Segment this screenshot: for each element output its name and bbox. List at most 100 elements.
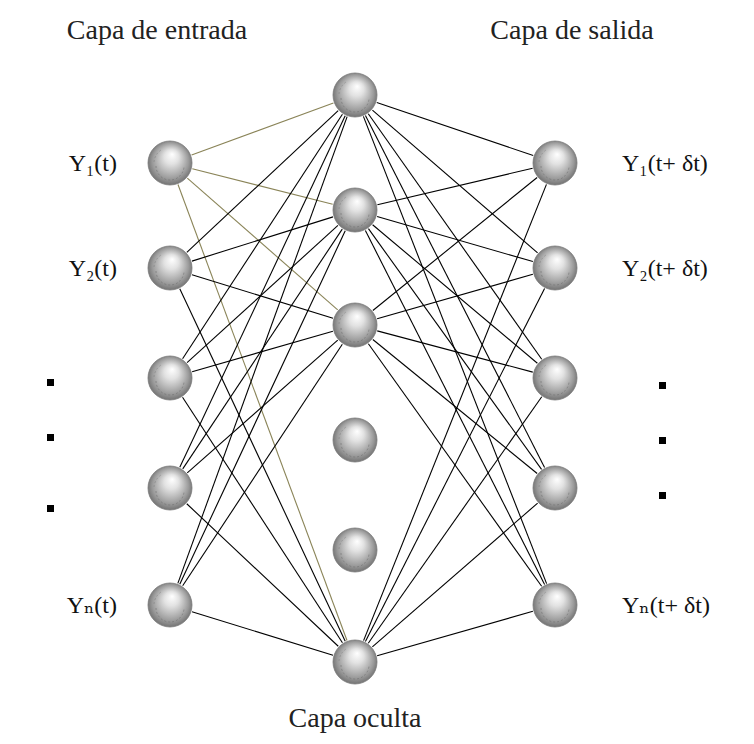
ellipsis-dot — [47, 379, 54, 386]
sphere-shade — [539, 150, 546, 162]
sphere-body — [533, 141, 577, 185]
synapse-line — [368, 114, 541, 359]
sphere-shade — [539, 365, 546, 377]
sphere-shade — [156, 608, 184, 622]
sphere-shade — [154, 592, 161, 604]
layer-title: Capa oculta — [289, 703, 422, 734]
synapse-line — [183, 344, 343, 586]
sphere-shade — [541, 491, 569, 505]
neuron-node — [147, 355, 193, 401]
synapse-line — [373, 177, 537, 310]
synapse-line — [372, 503, 537, 647]
sphere-shade — [541, 608, 569, 622]
sphere-shade — [541, 381, 569, 395]
synapse-line — [178, 117, 347, 584]
variable-label: Y₁(t+ δt) — [622, 150, 708, 176]
variable-label: Y₂(t+ δt) — [622, 255, 708, 281]
sphere-body — [148, 356, 192, 400]
neuron-sphere — [532, 465, 578, 511]
synapse-line — [377, 274, 533, 318]
neuron-node: Yₙ(t) — [147, 582, 193, 628]
neuron-sphere — [532, 355, 578, 401]
synapse-line — [365, 115, 544, 467]
sphere-body — [333, 188, 377, 232]
neuron-sphere — [332, 302, 378, 348]
sphere-body — [333, 528, 377, 572]
neuron-sphere — [147, 140, 193, 186]
synapse-line — [187, 111, 338, 253]
synapse-line — [372, 110, 537, 253]
synapse-line — [187, 178, 337, 310]
sphere-shade — [341, 328, 369, 342]
sphere-shade — [154, 150, 161, 162]
sphere-shade — [154, 255, 161, 267]
neuron-sphere — [332, 72, 378, 118]
sphere-shade — [539, 255, 546, 267]
ellipsis-dot — [47, 505, 54, 512]
sphere-shade — [541, 166, 569, 180]
sphere-shade — [156, 271, 184, 285]
neuron-sphere — [147, 582, 193, 628]
sphere-body — [533, 246, 577, 290]
neuron-node — [332, 639, 378, 685]
neuron-node — [147, 465, 193, 511]
neuron-sphere — [147, 245, 193, 291]
sphere-shade — [341, 213, 369, 227]
sphere-shade — [339, 427, 346, 439]
synapse-line — [368, 397, 542, 643]
synapse-line — [183, 114, 343, 358]
neuron-sphere — [532, 140, 578, 186]
synapse-line — [373, 340, 537, 474]
neuron-sphere — [532, 582, 578, 628]
synapse-line — [377, 216, 533, 261]
sphere-shade — [341, 443, 369, 457]
neuron-node — [532, 355, 578, 401]
neuron-sphere — [532, 245, 578, 291]
sphere-body — [148, 141, 192, 185]
synapse-line — [180, 289, 345, 641]
synapse-line — [183, 397, 343, 642]
neuron-node — [332, 72, 378, 118]
sphere-shade — [341, 665, 369, 679]
neuron-node — [532, 465, 578, 511]
sphere-body — [148, 583, 192, 627]
synapse-line — [363, 116, 546, 583]
sphere-shade — [539, 592, 546, 604]
sphere-body — [333, 303, 377, 347]
neuron-sphere — [147, 465, 193, 511]
sphere-shade — [156, 381, 184, 395]
neuron-node: Y₂(t) — [147, 245, 193, 291]
variable-label: Yₙ(t+ δt) — [622, 592, 710, 618]
sphere-shade — [339, 312, 346, 324]
synapse-line — [180, 116, 345, 467]
synapse-line — [192, 103, 334, 155]
sphere-shade — [339, 649, 346, 661]
neuron-node — [332, 187, 378, 233]
ellipsis-dot — [659, 437, 666, 444]
neuron-sphere — [332, 527, 378, 573]
sphere-shade — [541, 271, 569, 285]
synapse-line — [192, 217, 333, 261]
synapse-line — [365, 289, 544, 642]
sphere-shade — [339, 537, 346, 549]
neuron-node — [332, 527, 378, 573]
variable-label: Yₙ(t) — [67, 592, 117, 618]
neuron-node — [332, 302, 378, 348]
ellipsis-dot — [47, 434, 54, 441]
sphere-body — [148, 246, 192, 290]
neuron-node: Y₁(t+ δt) — [532, 140, 578, 186]
ellipsis-dot — [659, 492, 666, 499]
sphere-body — [333, 640, 377, 684]
neuron-node: Y₁(t) — [147, 140, 193, 186]
neuron-sphere — [332, 187, 378, 233]
synapse-line — [180, 231, 345, 584]
synapse-line — [192, 612, 333, 655]
sphere-shade — [156, 491, 184, 505]
sphere-shade — [339, 197, 346, 209]
synapse-line — [178, 185, 347, 641]
synapse-line — [364, 184, 547, 640]
neuron-sphere — [332, 639, 378, 685]
